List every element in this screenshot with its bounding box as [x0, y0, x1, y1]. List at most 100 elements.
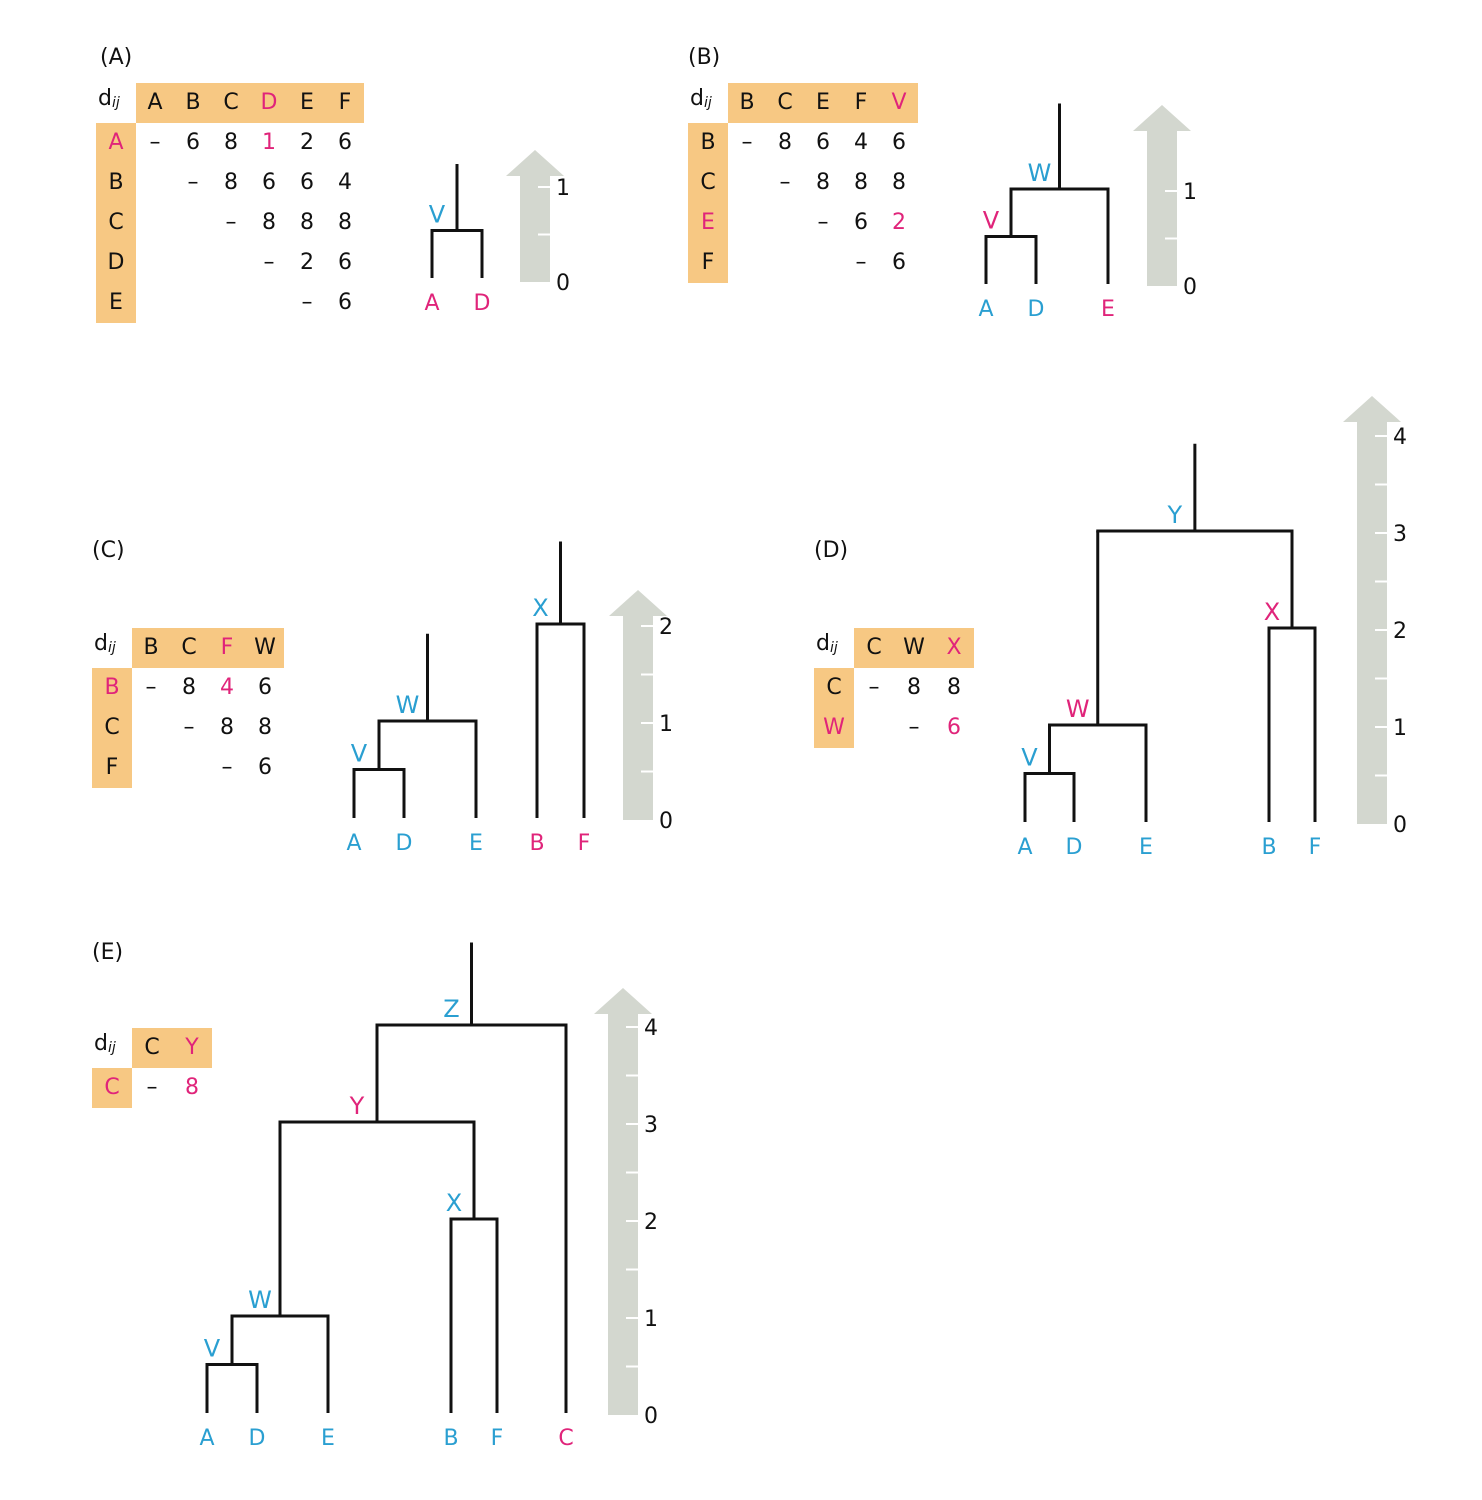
leaf-label: A — [978, 297, 993, 322]
scale-tick-label: 2 — [1393, 619, 1407, 644]
scale-tick-label: 0 — [1183, 275, 1197, 300]
matrix-cell: 6 — [947, 715, 961, 740]
leaf-label: E — [469, 831, 483, 856]
panel-label-d: (D) — [814, 538, 849, 563]
matrix-cell: – — [225, 210, 237, 235]
leaf-label: A — [424, 291, 439, 316]
matrix-corner-label: dij — [816, 624, 856, 664]
node-label: X — [446, 1189, 462, 1217]
leaf-label: C — [558, 1426, 573, 1451]
matrix-cell: 8 — [854, 170, 868, 195]
matrix-cell: 6 — [338, 130, 352, 155]
matrix-row-header: C — [104, 715, 120, 740]
scale-tick-label: 0 — [556, 271, 570, 296]
scale-bar-body — [1357, 422, 1387, 824]
matrix-corner-label: dij — [98, 79, 138, 119]
matrix-cell: 8 — [182, 675, 196, 700]
node-label: Y — [349, 1092, 365, 1120]
matrix-cell: – — [145, 675, 157, 700]
leaf-label: A — [1017, 835, 1032, 860]
matrix-col-header: B — [739, 90, 755, 115]
matrix-row-bar — [92, 1068, 132, 1108]
node-label: X — [1264, 598, 1280, 626]
matrix-cell: 2 — [892, 210, 906, 235]
matrix-cell: 8 — [224, 170, 238, 195]
matrix-cell: – — [779, 170, 791, 195]
matrix-row-header: W — [823, 715, 845, 740]
matrix-col-header: C — [181, 635, 197, 660]
matrix-col-header: C — [866, 635, 882, 660]
matrix-row-header: E — [109, 290, 123, 315]
scale-tick-label: 0 — [659, 809, 673, 834]
matrix-cell: 4 — [220, 675, 234, 700]
node-label: W — [248, 1286, 272, 1314]
scale-tick-label: 1 — [644, 1307, 658, 1332]
matrix-row-bar — [814, 668, 854, 748]
scale-bar-body — [608, 1014, 638, 1415]
matrix-cell: 4 — [338, 170, 352, 195]
corner-d: d — [816, 631, 830, 656]
matrix-row-header: F — [701, 250, 715, 275]
matrix-col-header: F — [220, 635, 234, 660]
matrix-cell: 8 — [947, 675, 961, 700]
matrix-cell: 8 — [262, 210, 276, 235]
matrix-row-header: C — [104, 1075, 120, 1100]
corner-subscript: ij — [703, 95, 712, 111]
matrix-header-bar — [136, 83, 364, 123]
scale-arrow-icon — [609, 590, 667, 616]
matrix-corner-label: dij — [94, 624, 134, 664]
matrix-cell: 8 — [892, 170, 906, 195]
matrix-cell: 8 — [185, 1075, 199, 1100]
matrix-corner-label: dij — [690, 79, 730, 119]
matrix-row-header: B — [108, 170, 124, 195]
matrix-cell: 8 — [258, 715, 272, 740]
corner-subscript: ij — [829, 640, 838, 656]
matrix-cell: – — [263, 250, 275, 275]
leaf-label: F — [491, 1426, 504, 1451]
matrix-cell: – — [146, 1075, 158, 1100]
matrix-col-header: E — [300, 90, 314, 115]
leaf-label: D — [1028, 297, 1045, 322]
node-label: V — [429, 201, 446, 229]
matrix-row-bar — [96, 123, 136, 323]
node-label: Y — [1167, 501, 1183, 529]
node-label: V — [1021, 744, 1038, 772]
matrix-row-header: C — [826, 675, 842, 700]
matrix-row-header: B — [104, 675, 120, 700]
matrix-col-header: V — [891, 90, 907, 115]
scale-tick-label: 1 — [1183, 180, 1197, 205]
scale-bar-body — [623, 616, 653, 820]
corner-d: d — [94, 631, 108, 656]
scale-tick-label: 0 — [1393, 813, 1407, 838]
node-label: V — [983, 207, 1000, 235]
matrix-cell: 8 — [816, 170, 830, 195]
matrix-col-header: C — [223, 90, 239, 115]
scale-bar-a: 01 — [506, 150, 570, 296]
matrix-cell: – — [187, 170, 199, 195]
scale-tick-label: 1 — [659, 712, 673, 737]
scale-tick-label: 3 — [1393, 522, 1407, 547]
matrix-cell: 1 — [262, 130, 276, 155]
scale-arrow-icon — [506, 150, 564, 176]
matrix-cell: 2 — [300, 130, 314, 155]
matrix-cell: 8 — [778, 130, 792, 155]
scale-arrow-icon — [1343, 396, 1401, 422]
matrix-col-header: E — [816, 90, 830, 115]
leaf-label: B — [529, 831, 544, 856]
leaf-label: B — [443, 1426, 458, 1451]
matrix-cell: 8 — [907, 675, 921, 700]
matrix-cell: 6 — [816, 130, 830, 155]
matrix-row-header: F — [105, 755, 119, 780]
matrix-cell: 6 — [338, 290, 352, 315]
corner-subscript: ij — [107, 1040, 116, 1056]
matrix-row-header: D — [107, 250, 125, 275]
matrix-col-header: B — [143, 635, 159, 660]
matrix-cell: – — [908, 715, 920, 740]
node-label: W — [396, 691, 420, 719]
panel-label-c: (C) — [92, 538, 125, 563]
matrix-cell: 8 — [224, 130, 238, 155]
scale-bar-c: 012 — [609, 590, 673, 834]
